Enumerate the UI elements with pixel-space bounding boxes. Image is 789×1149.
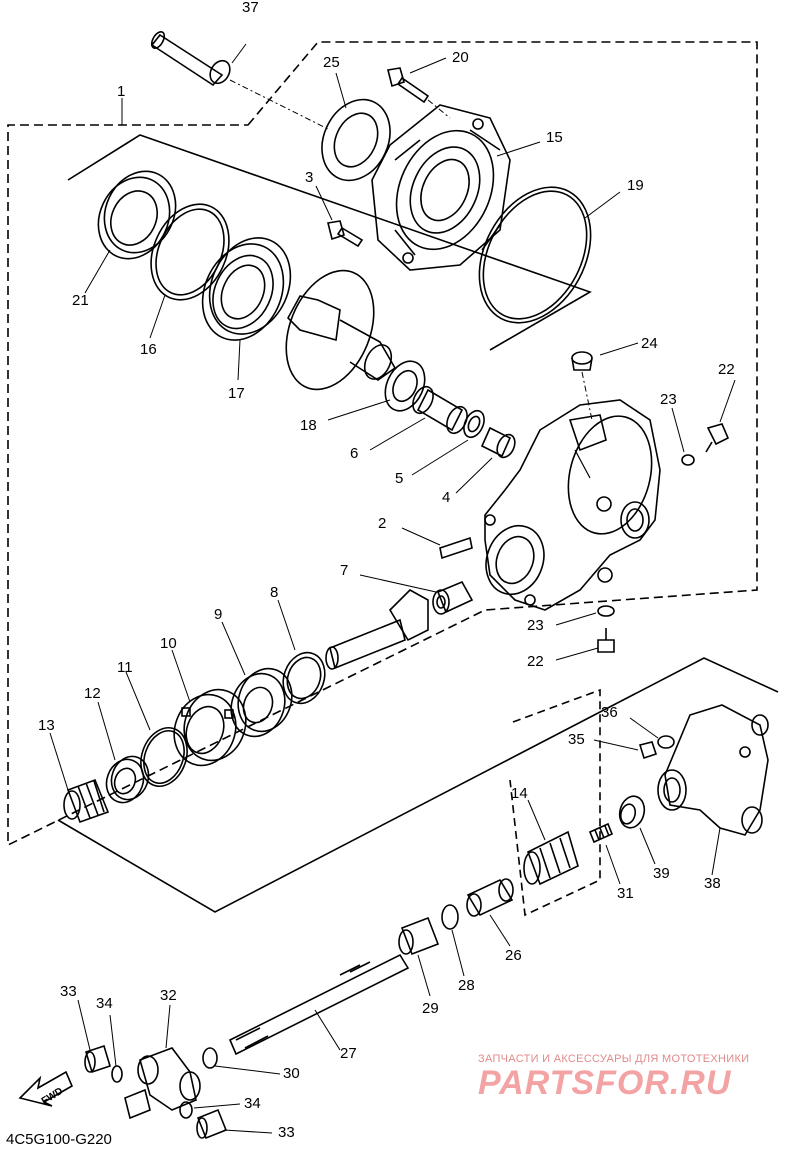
callout-2: 2	[378, 515, 387, 532]
callout-35: 35	[568, 731, 585, 748]
callout-22b: 22	[527, 653, 544, 670]
callout-38: 38	[704, 875, 721, 892]
part-38-joint-housing	[657, 704, 769, 876]
part-23-washer-upper	[671, 407, 695, 466]
part-34-clip-right	[179, 1101, 241, 1119]
part-18-shim	[327, 360, 426, 421]
part-22-bolt-lower	[555, 628, 615, 661]
callout-25: 25	[323, 54, 340, 71]
part-5-washer	[411, 409, 485, 476]
watermark-tagline: ЗАПЧАСТИ И АКСЕССУАРЫ ДЛЯ МОТОТЕХНИКИ	[478, 1053, 750, 1065]
part-36-washer	[629, 717, 675, 749]
callout-36: 36	[601, 704, 618, 721]
callout-20: 20	[452, 49, 469, 66]
callout-28: 28	[458, 977, 475, 994]
part-27-drive-shaft	[228, 953, 410, 1056]
part-33-bearing-cup-right	[196, 1108, 273, 1140]
assembly-boundary-dashed	[7, 41, 758, 847]
callout-39: 39	[653, 865, 670, 882]
callout-37: 37	[242, 0, 259, 16]
callout-14: 14	[511, 785, 528, 802]
part-7-bearing	[359, 574, 474, 615]
callout-15: 15	[546, 129, 563, 146]
boot-group-dashed	[509, 688, 601, 917]
callout-34b: 34	[244, 1095, 261, 1112]
callout-21: 21	[72, 292, 89, 309]
callout-33b: 33	[278, 1124, 295, 1141]
callout-29: 29	[422, 1000, 439, 1017]
callout-27: 27	[340, 1045, 357, 1062]
part-32-universal-joint	[124, 1004, 201, 1120]
fwd-arrow-icon	[18, 1070, 74, 1107]
callout-9: 9	[214, 606, 223, 623]
callout-7: 7	[340, 562, 349, 579]
part-22-bolt-upper	[705, 379, 736, 453]
callout-33a: 33	[60, 983, 77, 1000]
part-4-collar	[455, 426, 516, 494]
callout-3: 3	[305, 169, 314, 186]
part-23-washer-lower	[555, 605, 615, 626]
callout-11: 11	[117, 659, 133, 676]
callout-24: 24	[641, 335, 658, 352]
callout-1: 1	[117, 83, 126, 100]
part-34-clip-left	[109, 1014, 123, 1083]
callout-22a: 22	[718, 361, 735, 378]
callout-6: 6	[350, 445, 359, 462]
callout-16: 16	[140, 341, 157, 358]
part-15-bearing-housing	[371, 104, 541, 271]
callout-18: 18	[300, 417, 317, 434]
part-9-bearing	[221, 621, 293, 738]
part-30-circlip	[202, 1047, 281, 1075]
part-11-o-ring	[125, 671, 188, 787]
callout-23b: 23	[527, 617, 544, 634]
part-17-bearing	[201, 237, 292, 381]
part-39-collar	[618, 795, 656, 865]
bearing-group-bracket	[67, 134, 592, 351]
callout-5: 5	[395, 470, 404, 487]
part-24-plug	[571, 342, 639, 421]
part-19-o-ring	[478, 186, 621, 324]
part-16-shim-ring	[149, 203, 230, 339]
part-37-tube	[150, 31, 331, 131]
callout-17: 17	[228, 385, 245, 402]
part-29-collar	[398, 916, 440, 997]
watermark-logo: PARTSFOR.RU	[478, 1064, 732, 1102]
callout-4: 4	[442, 489, 451, 506]
part-20-bolt	[387, 57, 451, 119]
gear-case	[484, 399, 661, 611]
callout-26: 26	[505, 947, 522, 964]
output-shaft-bracket	[57, 657, 779, 913]
callout-23a: 23	[660, 391, 677, 408]
part-31-spring	[588, 822, 621, 885]
part-28-circlip	[441, 904, 465, 977]
part-35-nut	[593, 739, 658, 760]
part-10-retainer	[171, 649, 247, 767]
callout-19: 19	[627, 177, 644, 194]
callout-8: 8	[270, 584, 279, 601]
callout-31: 31	[617, 885, 634, 902]
callout-34a: 34	[96, 995, 113, 1012]
callout-30: 30	[283, 1065, 300, 1082]
part-25-shim	[321, 72, 391, 182]
callout-13: 13	[38, 717, 55, 734]
part-3-bolt	[315, 185, 364, 248]
part-26-sleeve	[466, 878, 514, 947]
part-12-oil-seal	[97, 701, 150, 804]
diagram-part-code: 4C5G100-G220	[6, 1131, 112, 1148]
callout-10: 10	[160, 635, 177, 652]
part-2-stud	[401, 527, 473, 560]
part-13-boot	[49, 732, 110, 824]
ring-gear	[285, 269, 397, 391]
part-14-boot	[523, 799, 579, 886]
part-8-circlip	[277, 599, 326, 705]
callout-32: 32	[160, 987, 177, 1004]
part-21-oil-seal	[84, 170, 177, 294]
pinion-gear	[325, 589, 429, 670]
part-33-bearing-cup-left	[77, 999, 111, 1074]
callout-12: 12	[84, 685, 101, 702]
part-6-needle-bearing	[369, 385, 468, 451]
